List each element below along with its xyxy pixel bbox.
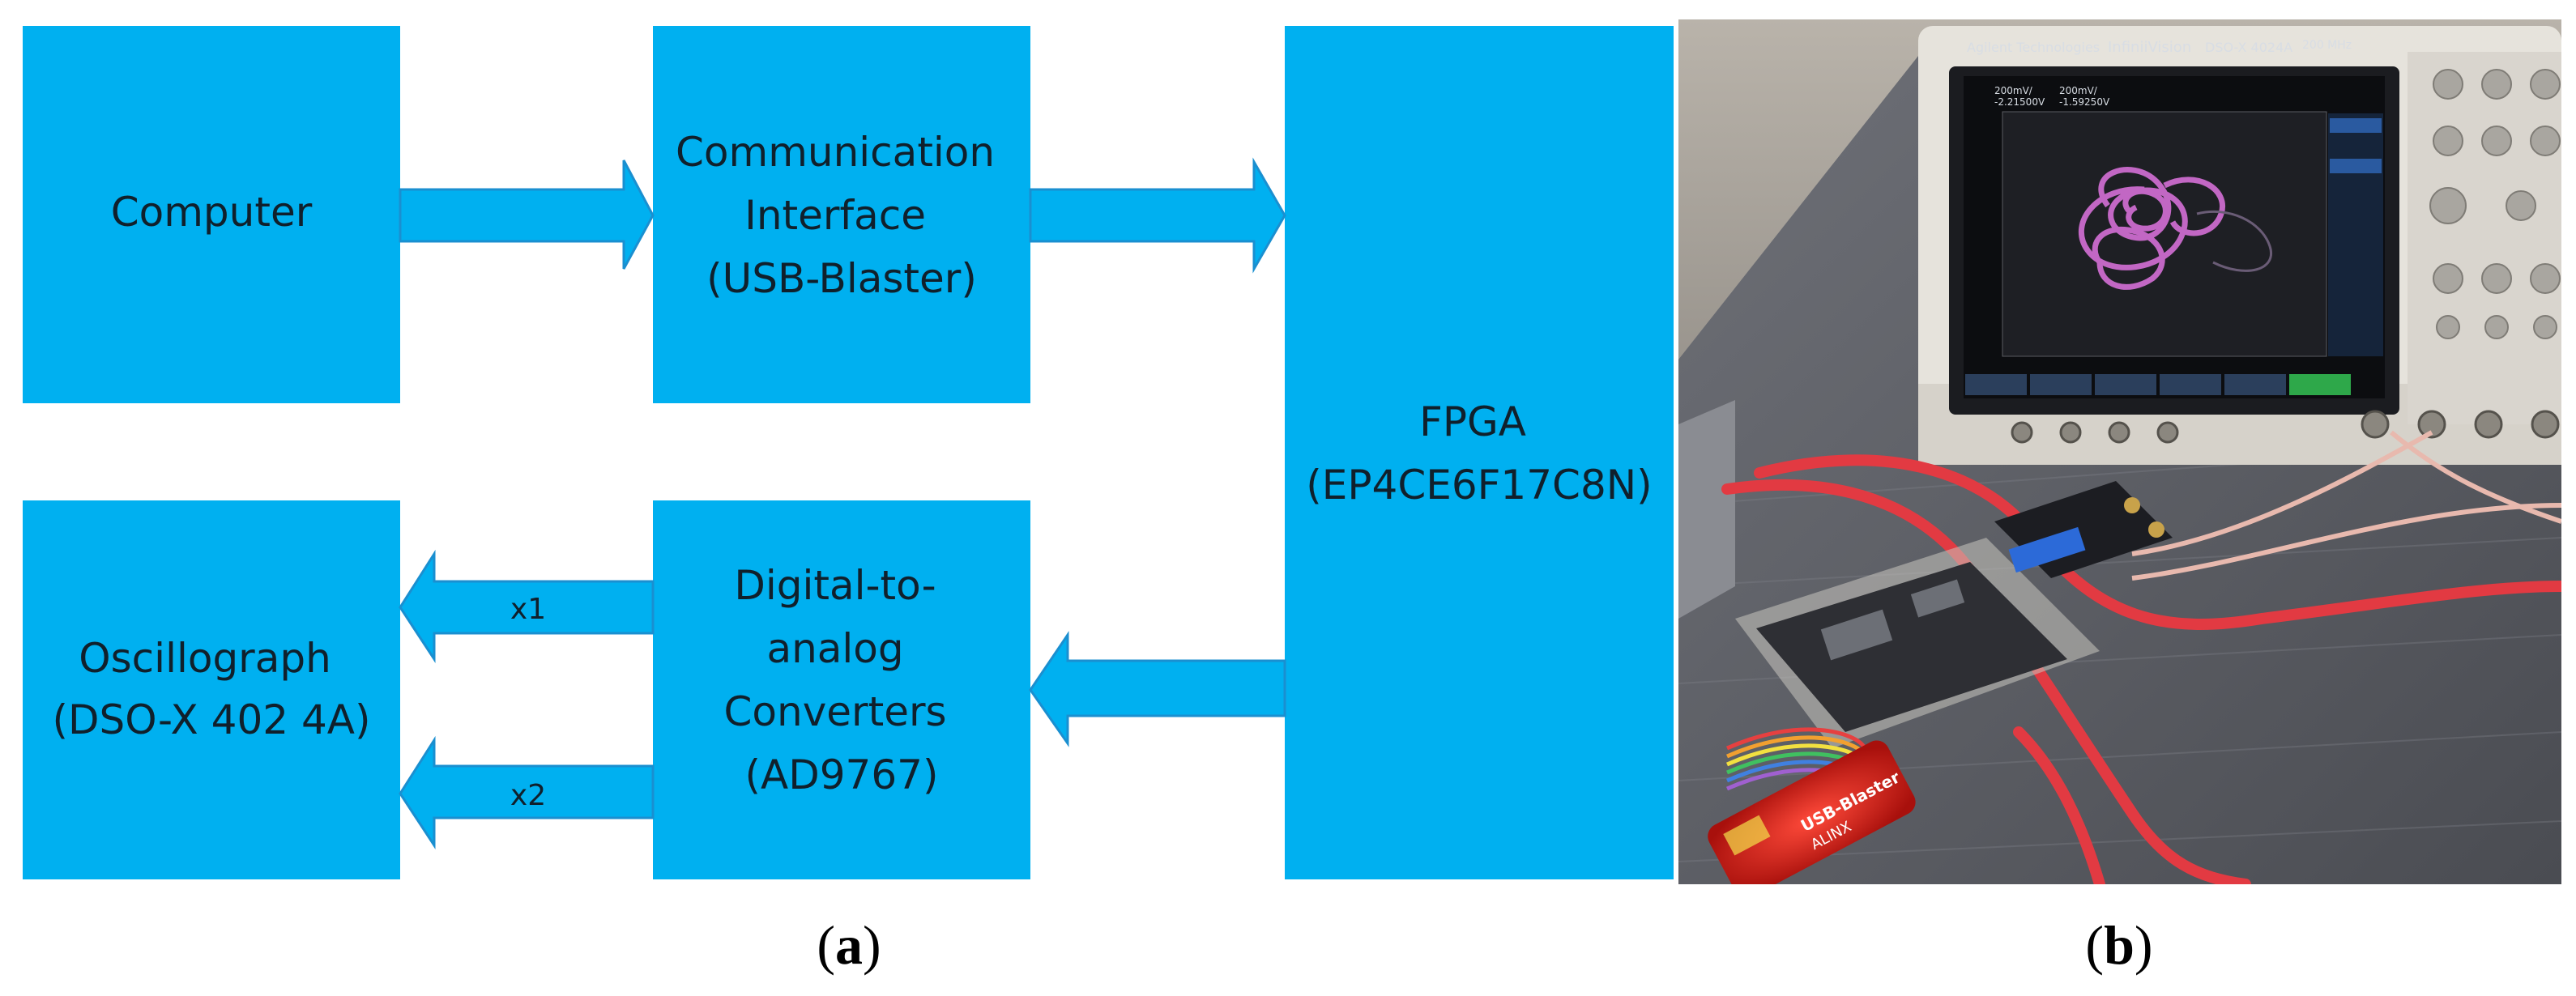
scope-brand: Agilent Technologies [1967,40,2100,55]
ch2-scale: 200mV/ [2059,85,2098,96]
usb-blaster: USB-Blaster ALINX [1708,740,1916,884]
dac-label-line4: (AD9767) [745,751,939,798]
fpga-label-line1: FPGA [1419,398,1526,445]
ch1-offset: -2.21500V [1994,96,2045,108]
caption-b: (b) [2085,914,2153,976]
arrow-comm-to-fpga [1029,157,1286,274]
arrow-dac-to-osc-x1 [399,549,655,664]
dac-label-line3: Converters [724,688,947,735]
dac-board [1994,481,2173,578]
scope-trace-faint [2196,210,2273,272]
computer-label: Computer [111,189,313,236]
comm-label-line1: Communication [676,129,995,176]
scope-series: InfiniiVision [2108,39,2191,56]
svg-text:Oscillograph (DSO-X 402: Oscillograph (DSO-X 402 4A) [52,635,370,743]
communication-interface-block: Communication Interface (USB-Blaster) [653,26,1030,403]
arrow-dac-to-osc-x2 [399,735,655,850]
arrow-computer-to-comm [399,160,655,270]
dac-block: Digital-to- analog Converters (AD9767) [653,500,1030,879]
wall [1678,19,2561,360]
osc-label-line2: (DSO-X 402 4A) [52,696,370,743]
dac-label-line2: analog [766,625,903,672]
comm-label-line3: (USB-Blaster) [706,255,977,302]
caption-a: (a) [817,914,881,976]
dac-label-line1: Digital-to- [734,562,936,609]
svg-text:Digital-to- analog: Digital-to- analog Converters (AD9767) [724,562,960,798]
computer-block: Computer [23,26,400,403]
arrow-label-x1: x1 [510,593,546,626]
svg-text:Computer: Computer [111,189,313,236]
laptop [1678,400,1735,619]
svg-text:FPGA (EP4CE6F17C8N): FPGA (EP4CE6F17C8N) [1306,398,1652,509]
arrow-fpga-to-dac [1029,631,1286,747]
scope-trace [2078,167,2225,290]
block-diagram: Computer Communication Interface (USB-Bl… [23,26,1674,879]
scope-knobs [2429,69,2561,339]
ch1-scale: 200mV/ [1994,85,2033,96]
bnc-connectors [2011,410,2560,444]
oscilloscope: Agilent Technologies InfiniiVision DSO-X… [1918,26,2561,465]
arrow-label-x2: x2 [510,779,546,812]
fpga-board [1735,538,2100,748]
fpga-label-line2: (EP4CE6F17C8N) [1306,462,1652,509]
fpga-block: FPGA (EP4CE6F17C8N) [1285,26,1674,879]
svg-text:Communication Interface: Communication Interface (USB-Blaster) [676,129,1008,302]
comm-label-line2: Interface [744,192,926,239]
scope-model: DSO-X 4024A [2205,40,2292,55]
scope-bandwidth: 200 MHz [2302,39,2352,52]
oscillograph-block: Oscillograph (DSO-X 402 4A) [23,500,400,879]
ch2-offset: -1.59250V [2059,96,2110,108]
probe-cables [2131,430,2561,581]
hardware-photo: Agilent Technologies InfiniiVision DSO-X… [1678,19,2561,884]
osc-label-line1: Oscillograph [79,635,331,682]
